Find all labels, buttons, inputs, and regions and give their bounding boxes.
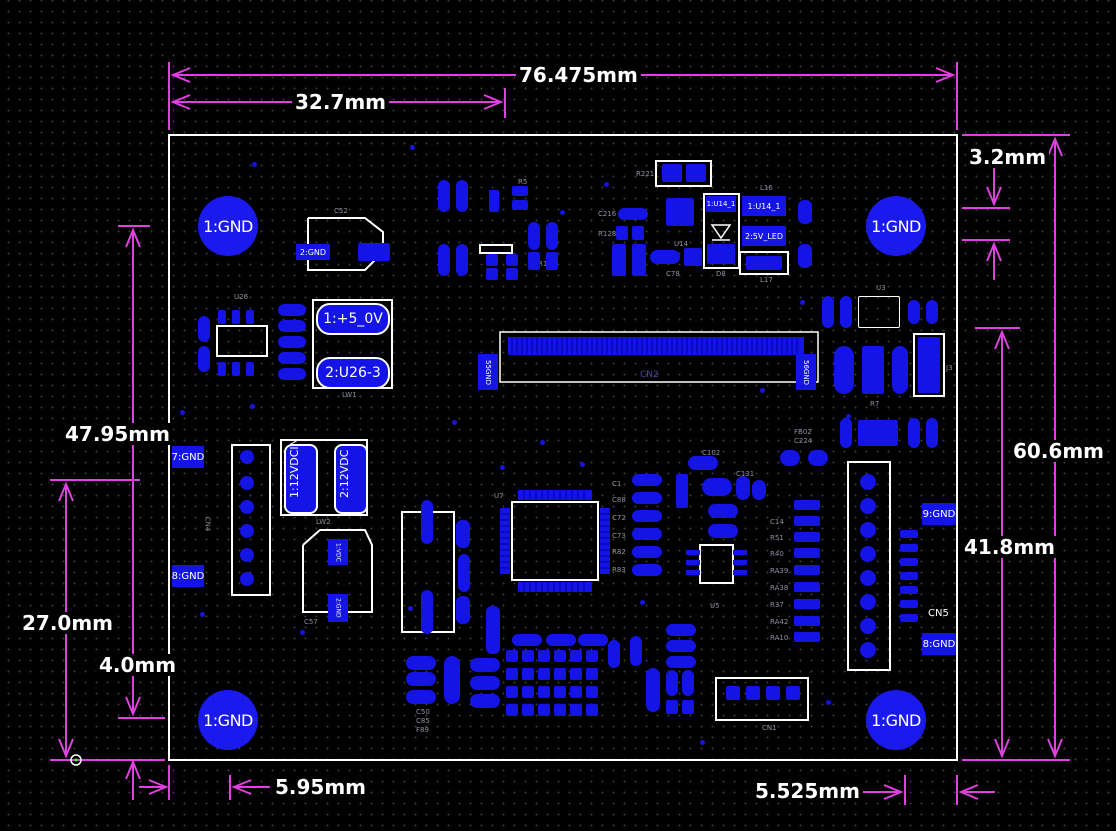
origin-marker	[70, 754, 82, 766]
dim-left-small: 4.0mm	[96, 654, 180, 676]
pad-l17[interactable]	[746, 256, 782, 270]
ref-r37: R37	[770, 601, 784, 609]
ref-c57: C57	[304, 618, 318, 626]
ref-c72: C72	[612, 514, 626, 522]
ref-r83: R83	[612, 566, 626, 574]
pad-u14-1a[interactable]: 1:U14_1	[706, 196, 736, 212]
ref-r221: R221	[636, 170, 655, 178]
pad-d8[interactable]	[707, 244, 735, 264]
ref-lw1: LW1	[342, 391, 357, 399]
dim-right-mid: 41.8mm	[961, 536, 1059, 558]
ref-ra10: RA10	[770, 634, 789, 642]
ref-r7: R7	[870, 400, 880, 408]
dim-left-bottom: 27.0mm	[19, 612, 117, 634]
dim-left-top: 47.95mm	[62, 423, 173, 445]
ref-r51: R51	[770, 534, 784, 542]
ref-u14: U14	[674, 240, 689, 248]
pad-5v[interactable]: 1:+5_0V	[316, 303, 390, 335]
ref-d8: D8	[716, 270, 726, 278]
pad-1vdc[interactable]: 1:VDC	[328, 539, 348, 565]
ref-c131: C131	[736, 470, 755, 478]
ref-u5: U5	[710, 602, 720, 610]
ref-c224: C224	[794, 437, 813, 445]
board-outline	[168, 134, 958, 761]
ref-c216: C216	[598, 210, 617, 218]
pad-u14-1b[interactable]: 1:U14_1	[742, 196, 786, 216]
ref-c88: C88	[612, 496, 626, 504]
pad-12vdcin[interactable]	[284, 444, 318, 514]
cn5-label: CN5	[928, 608, 949, 619]
ref-c85: C85	[416, 717, 430, 725]
dim-right-total: 60.6mm	[1010, 440, 1108, 462]
ref-c73: C73	[612, 532, 626, 540]
ref-f89: F89	[416, 726, 429, 734]
ref-r82: R82	[612, 548, 626, 556]
ref-ra39: RA39	[770, 567, 789, 575]
ref-c102: C102	[702, 449, 721, 457]
pad-r221-2[interactable]	[686, 164, 706, 182]
cn2-label: CN2	[640, 370, 659, 380]
ref-ra38: RA38	[770, 584, 789, 592]
u7-pins	[500, 490, 610, 592]
pad-56gnd[interactable]: 56GND	[796, 354, 816, 390]
ref-u26: U26	[234, 293, 249, 301]
dim-bottom-left: 5.95mm	[272, 776, 370, 798]
pad-55gnd[interactable]: 55GND	[478, 354, 498, 390]
pad-2gnd-c52[interactable]: 2:GND	[296, 244, 330, 260]
ref-c52: C52	[334, 207, 348, 215]
pad-u26-3[interactable]: 2:U26-3	[316, 357, 390, 389]
ref-r40: R40	[770, 550, 784, 558]
dim-top-partial: 32.7mm	[292, 91, 390, 113]
ref-cn1: CN1	[762, 724, 777, 732]
dim-top-total: 76.475mm	[516, 64, 641, 86]
dim-bottom-lines	[139, 765, 995, 805]
mounting-hole-bottom-left[interactable]: 1:GND	[198, 690, 258, 750]
pad-2gnd-c57[interactable]: 2:GND	[328, 594, 348, 622]
label-12vdcin: 1:12VDCIN	[288, 438, 301, 498]
pad-r221-1[interactable]	[662, 164, 682, 182]
pad-5v-led[interactable]: 2:5V_LED	[742, 226, 786, 246]
ref-lw2: LW2	[316, 518, 331, 526]
ref-c50: C50	[416, 708, 430, 716]
pad-9-gnd[interactable]: 9:GND	[922, 503, 956, 525]
ref-l16: L16	[760, 184, 773, 192]
ref-c14: C14	[770, 518, 784, 526]
ref-c78: C78	[666, 270, 680, 278]
ref-c1: C1	[612, 480, 622, 488]
ref-r11: R11	[538, 260, 552, 268]
ref-r5: R5	[518, 178, 528, 186]
ref-j3: J3	[946, 364, 953, 372]
mounting-hole-bottom-right[interactable]: 1:GND	[866, 690, 926, 750]
dim-left-lines	[50, 225, 165, 800]
ref-fb02: FB02	[794, 428, 812, 436]
pad-7-gnd[interactable]: 7:GND	[172, 446, 204, 468]
pad-c52-1[interactable]	[358, 243, 390, 261]
mounting-hole-top-left[interactable]: 1:GND	[198, 196, 258, 256]
cn2-pin-lines	[511, 337, 798, 355]
pad-8-gnd[interactable]: 8:GND	[172, 565, 204, 587]
ref-l17: L17	[760, 276, 773, 284]
ref-r128: R128	[598, 230, 617, 238]
mounting-hole-top-right[interactable]: 1:GND	[866, 196, 926, 256]
ref-u3: U3	[876, 284, 886, 292]
label-12vdc: 2:12VDC	[338, 449, 351, 498]
dim-right-top: 3.2mm	[966, 146, 1050, 168]
ref-cn4: CN4	[203, 516, 212, 532]
ref-ra42: RA42	[770, 618, 789, 626]
pad-8-gnd-right[interactable]: 8:GND	[922, 633, 956, 655]
dim-bottom-right: 5.525mm	[752, 780, 863, 802]
ref-u7: U7	[494, 492, 504, 500]
pad-12vdc[interactable]	[334, 444, 368, 514]
